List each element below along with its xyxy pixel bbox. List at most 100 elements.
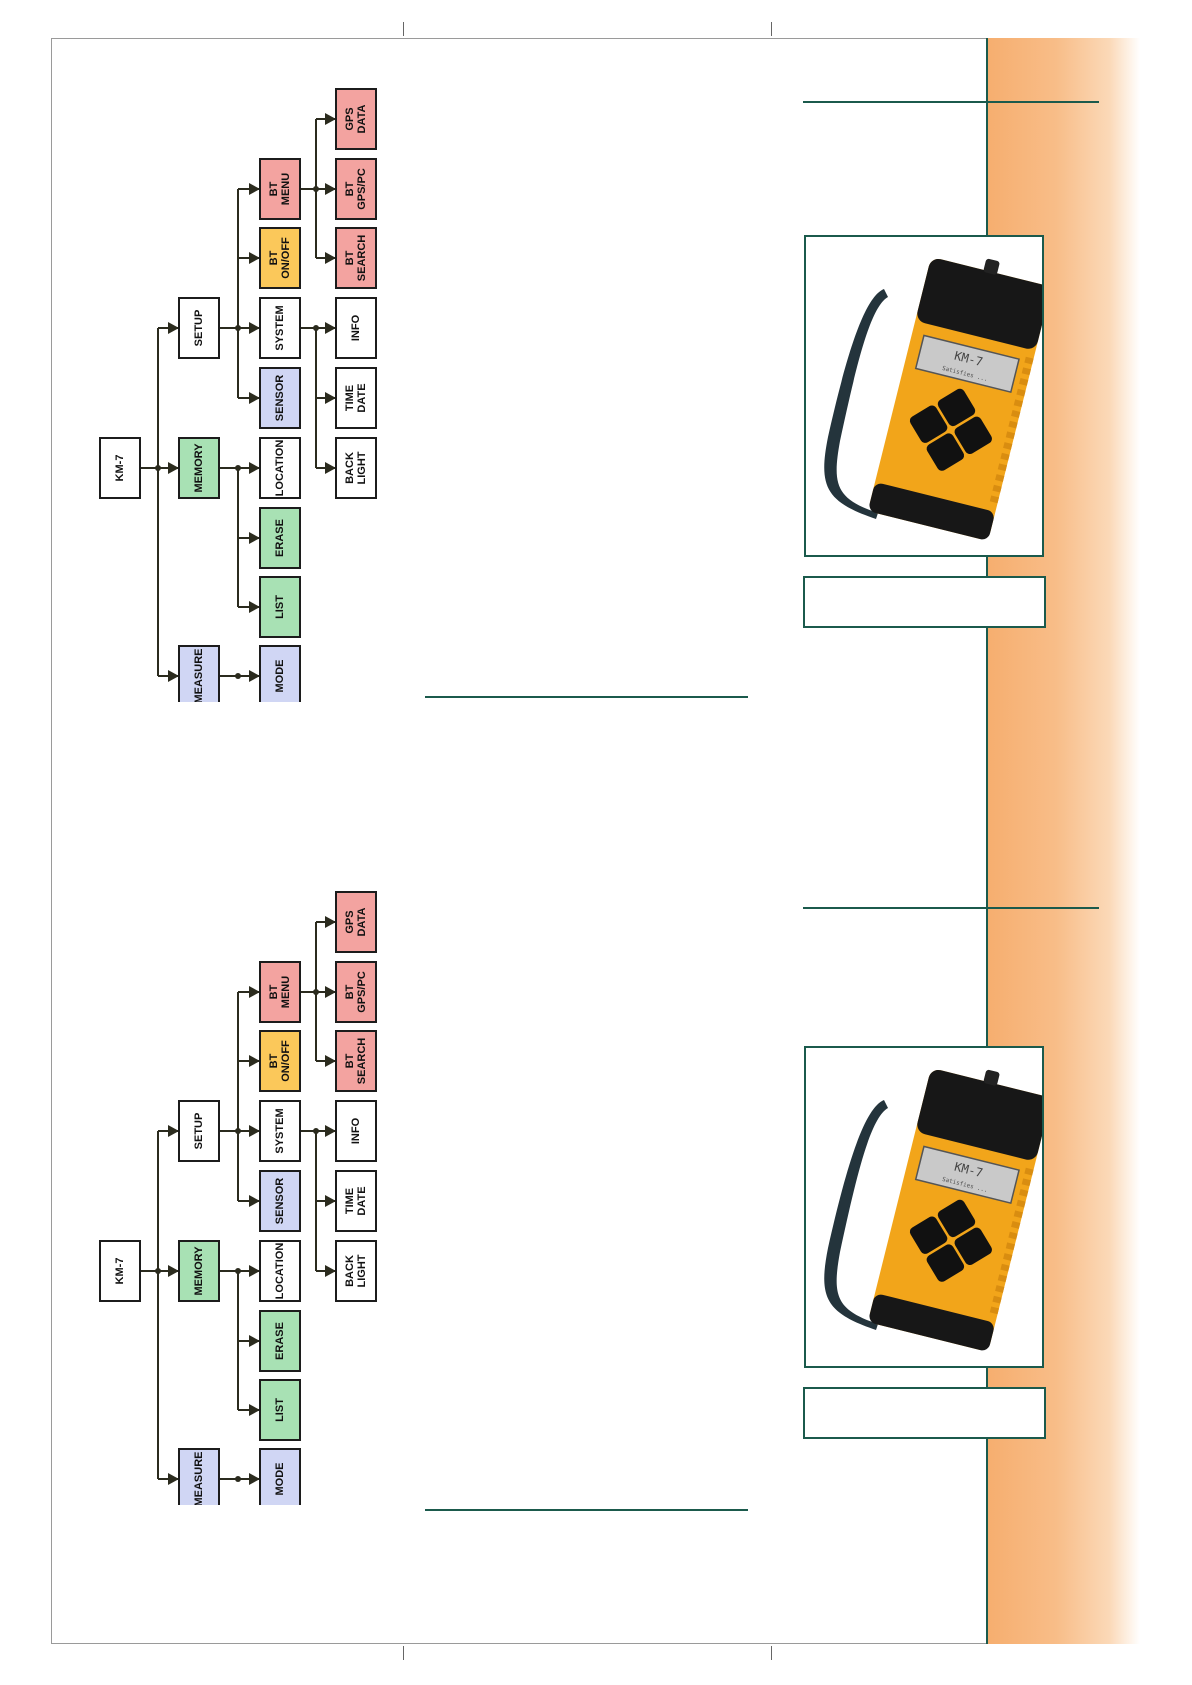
node-label-bt-onoff-1: ON/OFF (280, 237, 292, 279)
bottom-center-rule (425, 1509, 748, 1511)
node-label-back-light-1: LIGHT (356, 451, 368, 484)
km7-device: KM-7Satisfies ... (824, 258, 1042, 540)
node-label-mode: MODE (274, 1463, 286, 1496)
node-label-list: LIST (274, 595, 286, 619)
crop-mark-top-right (771, 22, 772, 36)
node-label-bt-gpspc-0: BT (344, 181, 356, 196)
node-label-bt-gpspc-1: GPS/PC (356, 168, 368, 210)
bottom-right-rule (803, 907, 1099, 909)
node-label-setup: SETUP (193, 310, 205, 347)
top-right-rule (803, 101, 1099, 103)
node-label-bt-search-1: SEARCH (356, 1038, 368, 1085)
strap-icon (824, 289, 888, 519)
node-sensor: SENSOR (259, 1170, 301, 1232)
node-label-gps-data-1: DATA (356, 907, 368, 936)
node-label-bt-menu-1: MENU (280, 173, 292, 205)
node-label-info: INFO (350, 1117, 362, 1144)
node-label-bt-gpspc-1: GPS/PC (356, 971, 368, 1013)
keypad-icon (909, 1199, 992, 1282)
node-label-back-light-0: BACK (344, 452, 356, 484)
node-setup: SETUP (178, 1100, 220, 1162)
photo-caption-box-bottom (803, 1387, 1046, 1439)
node-label-bt-gpspc-0: BT (344, 984, 356, 999)
node-sensor: SENSOR (259, 367, 301, 429)
node-label-back-light-0: BACK (344, 1255, 356, 1287)
node-label-time-date-1: DATE (356, 383, 368, 412)
node-erase: ERASE (259, 1310, 301, 1372)
node-mode: MODE (259, 645, 301, 702)
node-memory: MEMORY (178, 1240, 220, 1302)
node-label-system: SYSTEM (274, 1108, 286, 1153)
top-center-rule (425, 696, 748, 698)
node-label-measure: MEASURE (193, 648, 205, 702)
connector-lines (140, 916, 336, 1485)
node-label-erase: ERASE (274, 519, 286, 557)
node-label-list: LIST (274, 1398, 286, 1422)
node-label-bt-onoff-0: BT (268, 1053, 280, 1068)
strap-icon (824, 1100, 888, 1330)
node-mode: MODE (259, 1448, 301, 1505)
node-label-gps-data-0: GPS (344, 107, 356, 130)
node-label-memory: MEMORY (193, 443, 205, 493)
device-screen (914, 1145, 1020, 1205)
node-list: LIST (259, 1379, 301, 1441)
node-label-location: LOCATION (274, 440, 286, 497)
node-label-bt-search-0: BT (344, 1053, 356, 1068)
node-label-sensor: SENSOR (274, 1178, 286, 1225)
node-label-bt-menu-0: BT (268, 984, 280, 999)
node-label-bt-menu-0: BT (268, 181, 280, 196)
node-label-time-date-0: TIME (344, 1188, 356, 1214)
node-label-bt-search-1: SEARCH (356, 235, 368, 282)
node-label-erase: ERASE (274, 1322, 286, 1360)
node-location: LOCATION (259, 437, 301, 499)
node-label-gps-data-0: GPS (344, 910, 356, 933)
km7-device: KM-7Satisfies ... (824, 1069, 1042, 1351)
node-label-bt-onoff-0: BT (268, 250, 280, 265)
node-label-location: LOCATION (274, 1243, 286, 1300)
node-label-time-date-1: DATE (356, 1186, 368, 1215)
node-setup: SETUP (178, 297, 220, 359)
node-label-info: INFO (350, 314, 362, 341)
crop-mark-bottom-right (771, 1646, 772, 1660)
node-label-measure: MEASURE (193, 1451, 205, 1505)
node-list: LIST (259, 576, 301, 638)
crop-mark-bottom-left (403, 1646, 404, 1660)
node-label-back-light-1: LIGHT (356, 1254, 368, 1287)
node-label-mode: MODE (274, 660, 286, 693)
node-label-setup: SETUP (193, 1113, 205, 1150)
connector-lines (140, 113, 336, 682)
node-system: SYSTEM (259, 297, 301, 359)
crop-mark-top-left (403, 22, 404, 36)
node-label-bt-menu-1: MENU (280, 976, 292, 1008)
node-info: INFO (335, 297, 377, 359)
screen-title: KM-7 (953, 349, 984, 370)
node-label-km7: KM-7 (114, 455, 126, 482)
node-measure: MEASURE (178, 645, 220, 702)
screen-title: KM-7 (953, 1160, 984, 1181)
photo-caption-box-top (803, 576, 1046, 628)
node-memory: MEMORY (178, 437, 220, 499)
node-km7: KM-7 (99, 1240, 141, 1302)
node-label-sensor: SENSOR (274, 375, 286, 422)
node-label-time-date-0: TIME (344, 385, 356, 411)
device-screen (914, 334, 1020, 394)
keypad-icon (909, 388, 992, 471)
node-km7: KM-7 (99, 437, 141, 499)
node-measure: MEASURE (178, 1448, 220, 1505)
